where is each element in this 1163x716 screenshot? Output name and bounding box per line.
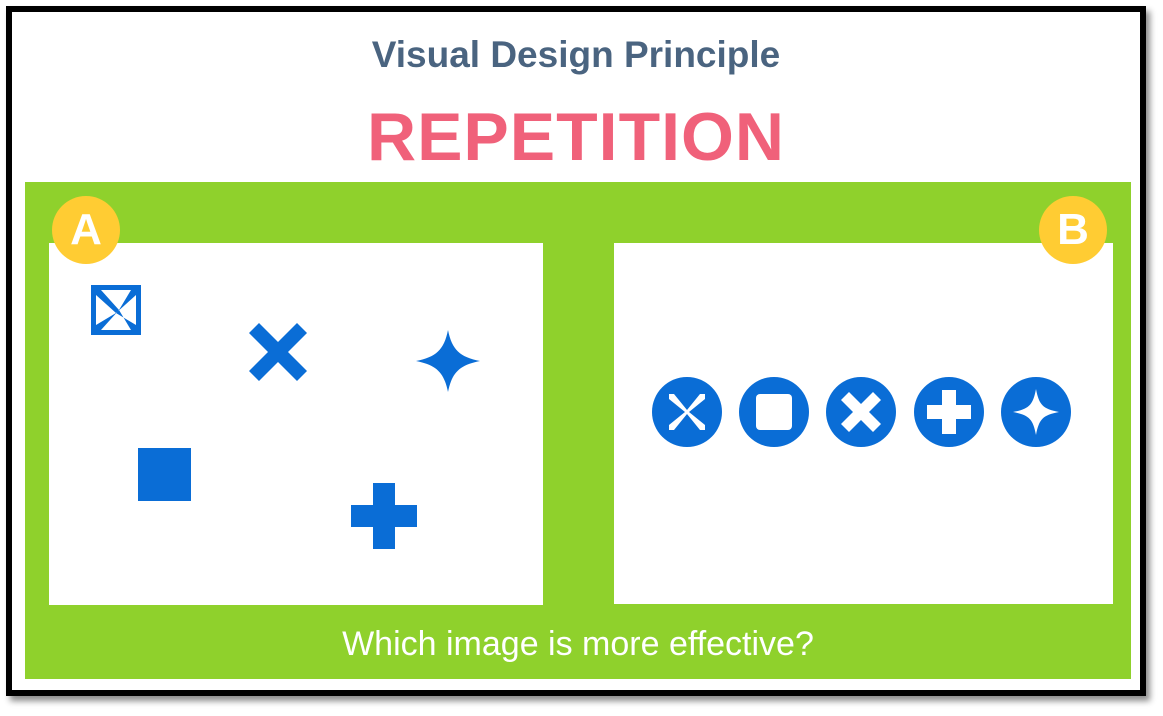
square-icon bbox=[138, 448, 191, 501]
x-circle-icon bbox=[826, 377, 896, 447]
star-circle-icon bbox=[1001, 377, 1071, 447]
maltese-cross-circle-icon bbox=[652, 377, 722, 447]
slide-title: REPETITION bbox=[366, 99, 786, 175]
maltese-cross-icon bbox=[91, 285, 141, 335]
plus-circle-icon bbox=[914, 377, 984, 447]
plus-icon bbox=[351, 483, 417, 549]
panel-a-badge: A bbox=[52, 196, 120, 264]
four-point-star-icon bbox=[416, 330, 480, 392]
panel-a bbox=[49, 243, 543, 605]
panel-b-badge: B bbox=[1039, 196, 1107, 264]
panel-b bbox=[614, 243, 1113, 604]
comparison-area: A B Which image is more effective? bbox=[25, 182, 1131, 679]
slide-frame: Visual Design Principle REPETITION bbox=[6, 6, 1146, 696]
x-icon bbox=[249, 323, 307, 381]
slide-subtitle: Visual Design Principle bbox=[371, 34, 781, 75]
question-text: Which image is more effective? bbox=[342, 625, 814, 663]
square-circle-icon bbox=[739, 377, 809, 447]
